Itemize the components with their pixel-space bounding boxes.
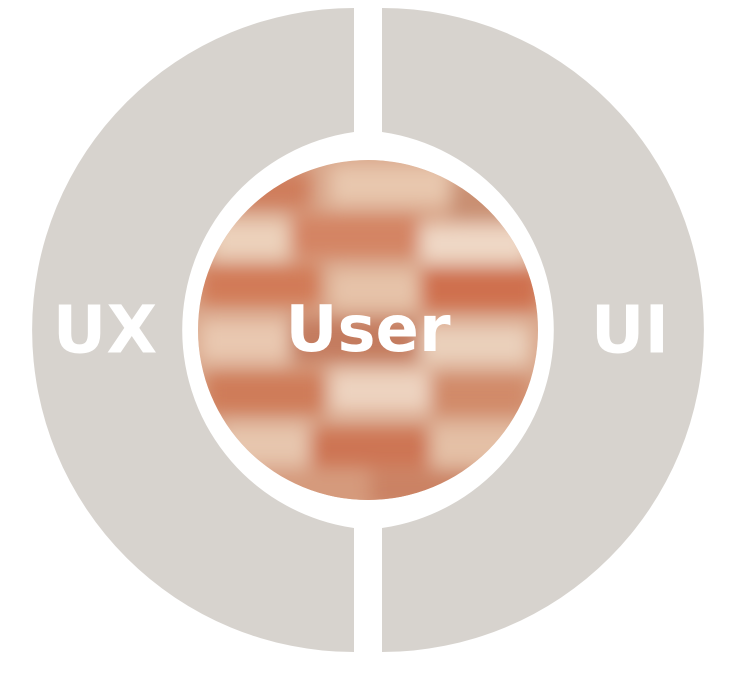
user-label: User bbox=[285, 293, 450, 367]
ux-label: UX bbox=[53, 292, 157, 369]
ui-label: UI bbox=[591, 292, 669, 369]
ui-ring-segment bbox=[382, 8, 704, 652]
ux-ring-segment bbox=[32, 8, 355, 652]
